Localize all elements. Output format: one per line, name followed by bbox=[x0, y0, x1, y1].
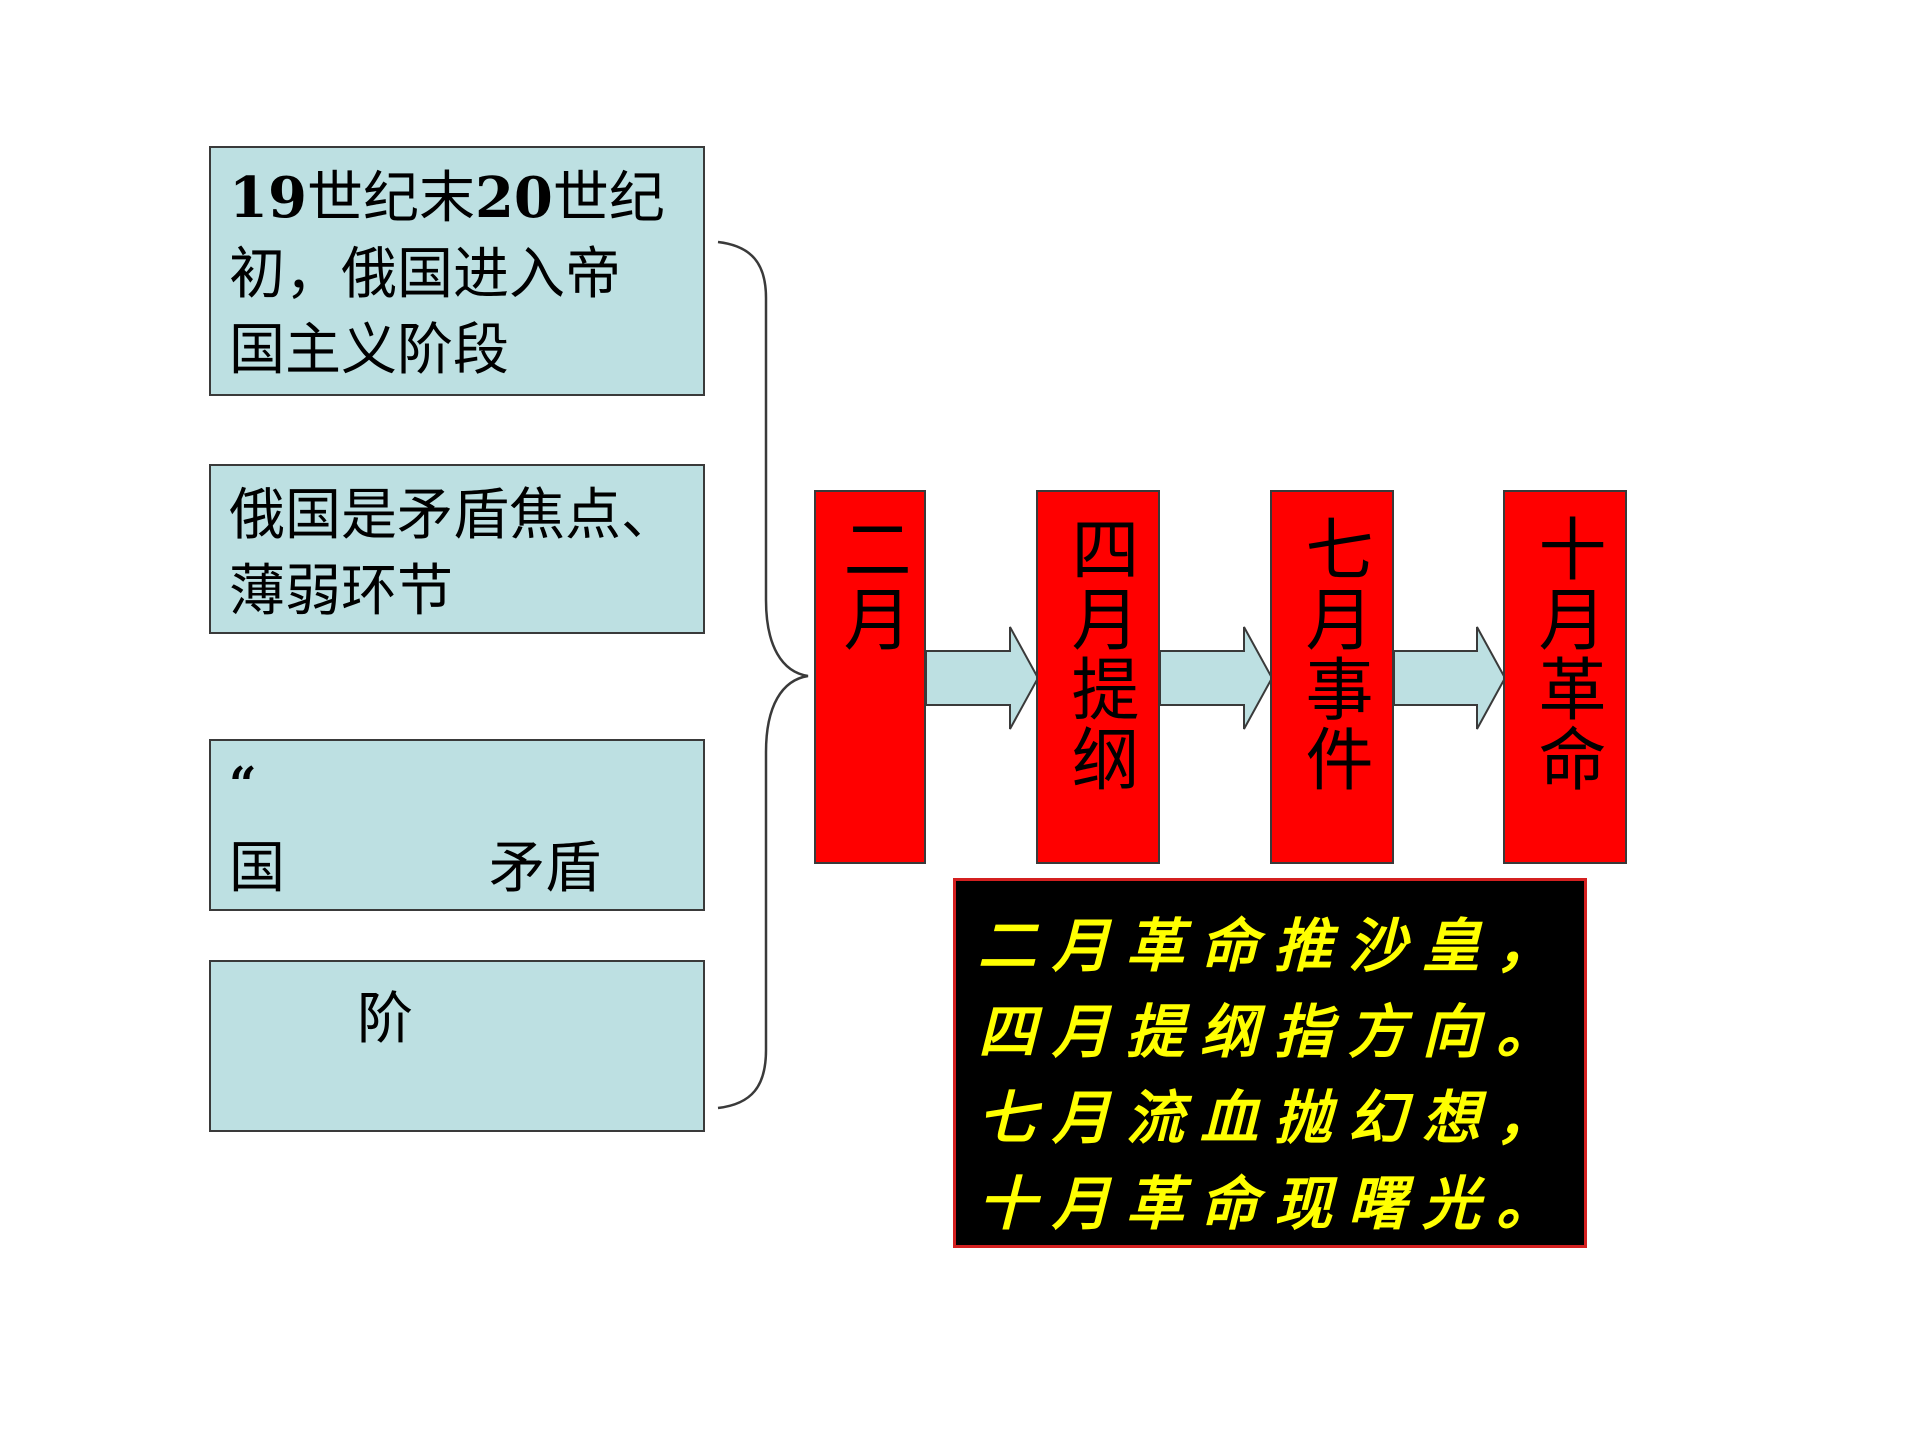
event-label: 十月革命 bbox=[1526, 514, 1605, 794]
cause-box-class: 阶 bbox=[209, 960, 705, 1132]
event-label: 七月事件 bbox=[1293, 514, 1372, 794]
mnemonic-verse-box: 二月革命推沙皇， 四月提纲指方向。 七月流血抛幻想， 十月革命现曙光。 bbox=[953, 878, 1587, 1248]
cause-text: 19 bbox=[229, 165, 307, 231]
cause-box-contradiction: “ 国 矛盾 bbox=[209, 739, 705, 911]
mnemonic-line: 四月提纲指方向。 bbox=[978, 998, 1571, 1066]
mnemonic-line: 十月革命现曙光。 bbox=[978, 1170, 1571, 1238]
cause-fragment: 阶 bbox=[357, 987, 413, 1052]
cause-line: 初，俄国进入帝 bbox=[229, 242, 621, 307]
quote-mark: “ bbox=[229, 757, 257, 813]
mnemonic-line: 七月流血抛幻想， bbox=[978, 1084, 1571, 1152]
arrow-right-icon bbox=[925, 626, 1040, 730]
cause-text: 20 bbox=[474, 165, 553, 231]
cause-line: 国主义阶段 bbox=[229, 318, 509, 383]
event-box-october-revolution: 十月革命 bbox=[1503, 490, 1627, 864]
cause-line: 俄国是矛盾焦点、 bbox=[229, 483, 677, 548]
cause-fragment: 矛盾 bbox=[489, 836, 601, 901]
event-label: 四月提纲 bbox=[1059, 514, 1138, 794]
cause-box-imperialism: 19世纪末20世纪 初，俄国进入帝 国主义阶段 bbox=[209, 146, 705, 396]
cause-line: 薄弱环节 bbox=[229, 559, 453, 624]
arrow-right-icon bbox=[1393, 626, 1507, 730]
cause-text: 世纪 bbox=[552, 166, 665, 231]
event-box-july-days: 七月事件 bbox=[1270, 490, 1394, 864]
event-label: 二月 bbox=[831, 514, 910, 654]
mnemonic-line: 二月革命推沙皇， bbox=[978, 912, 1571, 980]
cause-text: 世纪末 bbox=[306, 166, 475, 231]
cause-line: 19世纪末20世纪 bbox=[229, 160, 703, 237]
arrow-right-icon bbox=[1159, 626, 1274, 730]
cause-fragment: 国 bbox=[229, 836, 285, 901]
event-box-february: 二月 bbox=[814, 490, 926, 864]
cause-box-weak-link: 俄国是矛盾焦点、 薄弱环节 bbox=[209, 464, 705, 634]
event-box-april-theses: 四月提纲 bbox=[1036, 490, 1160, 864]
